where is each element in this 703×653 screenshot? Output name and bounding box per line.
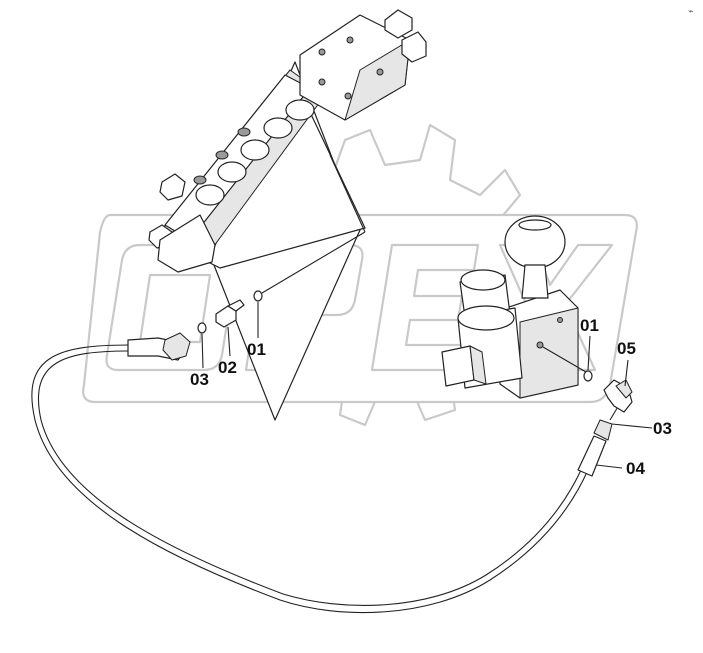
manifold-side — [519, 307, 579, 399]
control-valve-assembly — [148, 9, 427, 421]
bolt-hole-4 — [344, 92, 352, 100]
spool-1 — [285, 99, 315, 121]
valve-leader-2 — [261, 231, 366, 294]
callout-01-right: 01 — [580, 316, 599, 335]
connector-side — [469, 345, 487, 385]
manifold-leader — [542, 346, 587, 373]
callout-04: 04 — [626, 459, 645, 478]
bolt-hole-1 — [318, 48, 326, 56]
callout-03-right: 03 — [653, 419, 672, 438]
valve-end-block — [157, 214, 216, 273]
callout-labels: 01 02 03 01 05 03 04 — [190, 316, 672, 478]
valve-leader-1 — [329, 154, 366, 233]
manifold-bolt-1 — [557, 317, 563, 323]
spool-port-3 — [193, 175, 207, 185]
manifold-port — [536, 341, 544, 349]
valve-spools — [193, 99, 315, 206]
o-ring-01-left — [253, 290, 263, 302]
bolt-hole-5 — [318, 78, 326, 86]
hose-fitting-right — [577, 435, 607, 477]
spool-3 — [240, 139, 270, 161]
right-fittings — [583, 335, 653, 469]
accumulator-neck — [521, 264, 549, 299]
spool-4 — [217, 161, 247, 183]
top-fitting-2 — [401, 31, 427, 63]
solenoid-connector — [441, 345, 475, 387]
leader-03-right — [611, 423, 653, 429]
corner-mark: ⌁ — [688, 6, 693, 16]
leader-02 — [227, 326, 231, 357]
elbow-05-nut — [615, 379, 633, 399]
leader-05 — [624, 359, 629, 387]
spool-port-2 — [215, 150, 229, 160]
hose-assembly-04 — [31, 332, 623, 614]
callout-01-left: 01 — [247, 340, 266, 359]
o-ring-03-left — [197, 322, 207, 334]
spool-port-1 — [237, 127, 251, 137]
bolt-hole-2 — [346, 36, 354, 44]
accumulator-cap — [518, 219, 552, 231]
hose-outer-line — [31, 344, 589, 614]
accumulator-valve-assembly — [441, 215, 587, 399]
bolt-hole-3 — [376, 68, 384, 76]
side-fitting-left — [159, 173, 186, 201]
leader-04 — [595, 464, 623, 469]
o-ring-01-right — [583, 370, 593, 382]
solenoid-top — [460, 269, 506, 291]
spool-2 — [263, 117, 293, 139]
left-fittings — [197, 290, 263, 369]
callout-03-left: 03 — [190, 370, 209, 389]
leader-01-right — [587, 335, 591, 371]
top-fitting-1 — [384, 9, 413, 39]
leader-03-left — [201, 333, 204, 369]
adapter-02-thread — [227, 299, 245, 312]
hose-nut-left — [162, 332, 191, 361]
spool-5 — [195, 184, 225, 206]
solenoid-ring — [457, 305, 515, 331]
hose-inner-line — [37, 350, 583, 607]
callout-05: 05 — [617, 339, 636, 358]
callout-02: 02 — [218, 358, 237, 377]
